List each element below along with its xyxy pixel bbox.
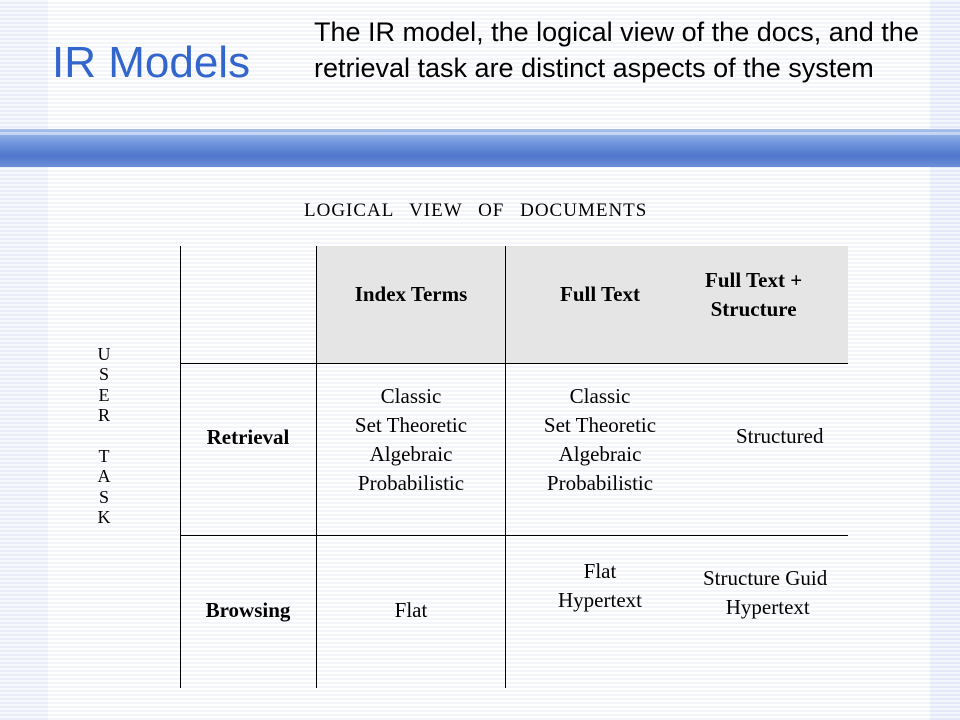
table-cell: Structured: [736, 423, 824, 448]
models-table: Index Terms Full Text Full Text + Struct…: [180, 246, 848, 688]
column-header-full-text: Full Text: [560, 281, 640, 306]
user-task-letter: E: [98, 384, 110, 405]
column-header-fill: [317, 246, 848, 363]
table-divider: [505, 246, 506, 688]
logical-view-heading: LOGICAL VIEW OF DOCUMENTS: [304, 200, 648, 221]
table-cell: Structure Guid Hypertext: [703, 566, 828, 619]
user-task-letter: U: [97, 344, 111, 364]
user-task-letter: T: [98, 445, 110, 466]
user-task-letter: [92, 426, 116, 446]
table-cell: Flat Hypertext: [558, 559, 642, 612]
header-bar-highlight: [0, 132, 960, 135]
user-task-letter: S: [98, 364, 109, 385]
header-bar: [0, 129, 960, 167]
slide-subtitle: The IR model, the logical view of the do…: [314, 17, 919, 83]
table-cell: Flat: [394, 597, 428, 622]
slide-title: IR Models: [52, 38, 251, 87]
table-divider: [316, 246, 317, 688]
table-cell: Classic Set Theoretic Algebraic Probabil…: [543, 384, 657, 495]
table-cell: Classic Set Theoretic Algebraic Probabil…: [354, 384, 468, 495]
user-task-letter: R: [97, 405, 110, 426]
table-divider: [180, 535, 848, 536]
right-decoration: [930, 0, 960, 720]
table-border: [180, 246, 181, 688]
user-task-heading: U S E R T A S K: [92, 344, 116, 528]
table-divider: [180, 363, 848, 364]
column-header-full-text-structure: Full Text + Structure: [705, 268, 803, 321]
user-task-letter: A: [97, 466, 111, 487]
column-header-index-terms: Index Terms: [354, 281, 468, 306]
left-decoration: [0, 0, 48, 720]
row-header-retrieval: Retrieval: [206, 424, 290, 449]
row-header-browsing: Browsing: [205, 597, 291, 622]
user-task-letter: K: [97, 507, 111, 528]
user-task-letter: S: [98, 486, 109, 507]
